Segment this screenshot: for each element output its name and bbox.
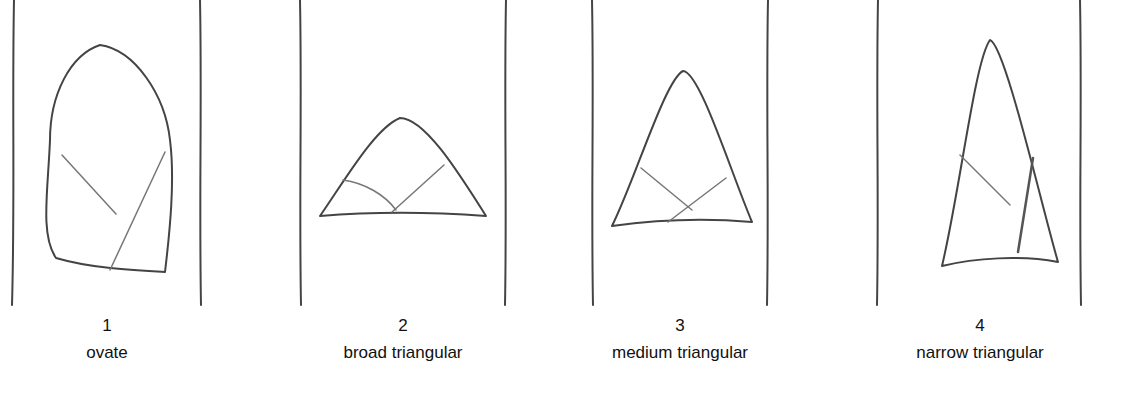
shape-name: medium triangular xyxy=(612,343,748,363)
leaf-vein xyxy=(1018,158,1033,252)
shape-name: narrow triangular xyxy=(916,343,1044,363)
leaf-outline xyxy=(942,40,1058,266)
panel-line xyxy=(592,0,593,305)
leaf-vein xyxy=(343,180,396,210)
panel-line xyxy=(877,0,878,305)
shape-name: broad triangular xyxy=(343,343,462,363)
panel-line xyxy=(1080,0,1081,305)
leaf-vein xyxy=(392,165,444,212)
panel-number: 2 xyxy=(398,316,407,335)
panel-line xyxy=(767,0,768,305)
shape-name: ovate xyxy=(86,343,128,363)
panel-number: 3 xyxy=(675,316,684,335)
panel-line xyxy=(300,0,301,305)
shape-name: medium triangular xyxy=(612,343,748,362)
panel-number: 2 xyxy=(398,316,407,336)
panel-number: 3 xyxy=(675,316,684,336)
shape-name: ovate xyxy=(86,343,128,362)
leaf-vein xyxy=(62,155,116,214)
panel-line xyxy=(200,0,201,305)
panel-line xyxy=(505,0,506,305)
shape-name: broad triangular xyxy=(343,343,462,362)
panel-number: 4 xyxy=(975,316,984,335)
leaf-vein xyxy=(641,168,692,210)
leaf-vein xyxy=(668,178,726,222)
leaf-outline xyxy=(612,71,752,226)
leaf-outline xyxy=(320,118,486,216)
panel-line xyxy=(12,0,14,305)
panel-number: 1 xyxy=(102,316,111,336)
leaf-vein xyxy=(960,155,1010,205)
leaf-vein xyxy=(110,152,165,270)
leaf-outline xyxy=(46,45,172,272)
panel-number: 1 xyxy=(102,316,111,335)
panel-number: 4 xyxy=(975,316,984,336)
shape-name: narrow triangular xyxy=(916,343,1044,362)
